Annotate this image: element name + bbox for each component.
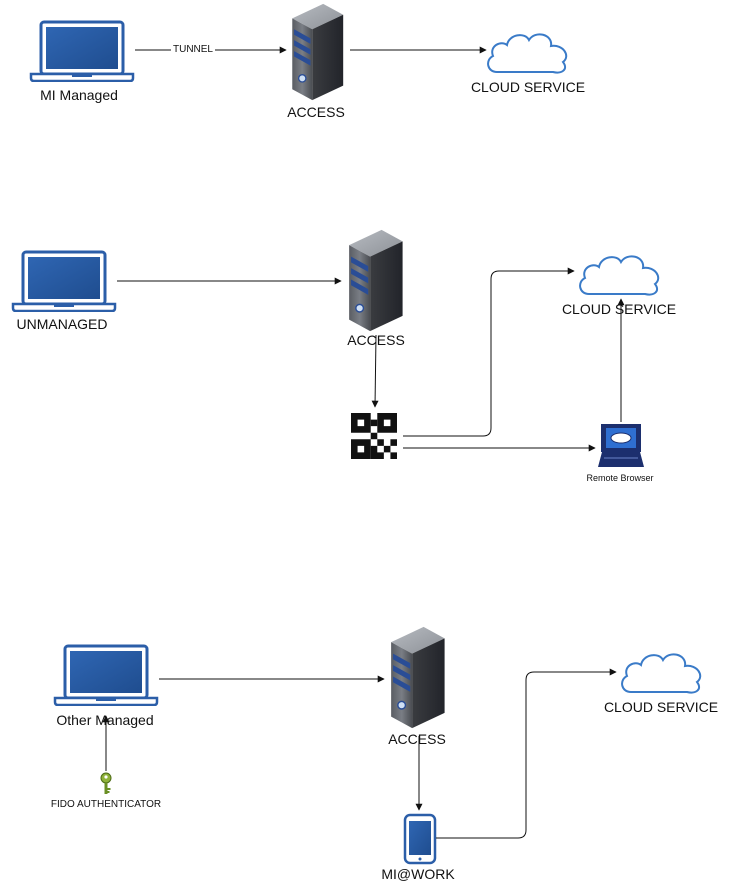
- access-label: ACCESS: [388, 731, 446, 747]
- phone-label: MI@WORK: [381, 866, 455, 882]
- cloud-label: CLOUD SERVICE: [603, 699, 719, 715]
- device-label: MI Managed: [40, 87, 118, 103]
- access-label: ACCESS: [347, 332, 405, 348]
- server-icon: [348, 229, 404, 332]
- server-icon: [291, 3, 344, 101]
- remote-browser-icon: [598, 424, 644, 467]
- device-label: UNMANAGED: [16, 316, 108, 332]
- remote-browser-label: Remote Browser: [586, 473, 654, 483]
- device-label: Other Managed: [56, 712, 154, 728]
- cloud-label: CLOUD SERVICE: [470, 79, 586, 95]
- access-qr-edge: [371, 334, 379, 408]
- section-3: [53, 626, 702, 865]
- laptop-icon: [29, 20, 135, 82]
- cloud-icon: [621, 653, 702, 694]
- cloud-label: CLOUD SERVICE: [561, 301, 677, 317]
- qr-code-icon: [351, 413, 397, 459]
- cloud-icon: [579, 255, 660, 296]
- tunnel-label: TUNNEL: [170, 44, 216, 55]
- phone-icon: [403, 813, 437, 865]
- phone-cloud-edge: [436, 668, 617, 839]
- section-2: [11, 229, 660, 467]
- authenticator-label: FIDO AUTHENTICATOR: [50, 799, 162, 810]
- key-icon: [100, 772, 112, 794]
- cloud-icon: [487, 33, 568, 74]
- laptop-icon: [53, 644, 159, 706]
- server-icon: [390, 626, 446, 729]
- qr-cloud-edge: [403, 267, 575, 437]
- laptop-icon: [11, 250, 117, 312]
- access-label: ACCESS: [287, 104, 345, 120]
